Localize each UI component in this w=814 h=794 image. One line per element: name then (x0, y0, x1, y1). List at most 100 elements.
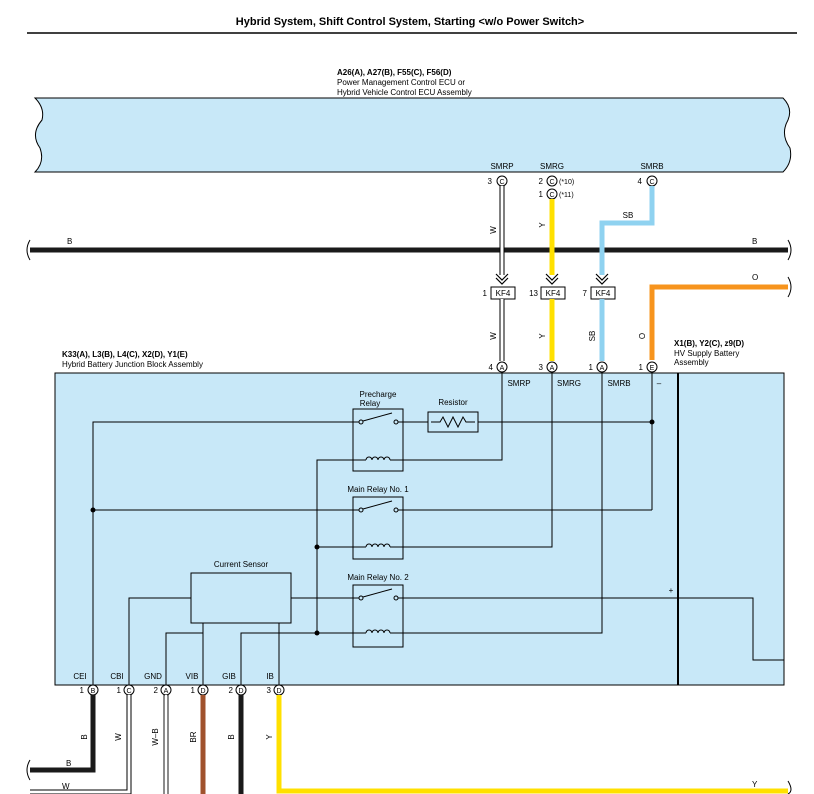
jbot-conn-4: D (200, 688, 205, 695)
relay-box (352, 496, 404, 560)
ecu-block: A26(A), A27(B), F55(C), F56(D) Power Man… (33, 68, 792, 173)
ecu-codes: A26(A), A27(B), F55(C), F56(D) (337, 68, 452, 77)
wire-break-mark (26, 239, 31, 261)
internal-circuit (92, 372, 784, 685)
jtop-conn-3: A (600, 365, 605, 372)
ecu-connectors: 3 C 2 C (*10) 1 C (*11) 4 C (488, 175, 658, 200)
bus-b-label-left: B (67, 237, 72, 246)
wire-label-sb-upper: SB (623, 211, 634, 220)
wire-label-cbi: W (114, 733, 123, 741)
kf4-label-smrg: KF4 (546, 289, 561, 298)
jtop-conn-1: A (500, 365, 505, 372)
junction-codes: K33(A), L3(B), L4(C), X2(D), Y1(E) (62, 350, 188, 359)
coil-icon (365, 629, 391, 634)
jtop-conn-2: A (550, 365, 555, 372)
jbot-conn-1: B (91, 688, 96, 695)
jtop-num-2: 3 (539, 363, 544, 372)
jbot-conn-6: D (276, 688, 281, 695)
chevron-icon (495, 273, 509, 285)
wire-break-mark (26, 759, 31, 781)
line-cei-precharge (92, 421, 353, 685)
relay-leads (353, 597, 403, 634)
jtop-label-3: SMRB (607, 379, 630, 388)
wire-label-gnd: W–B (151, 728, 160, 745)
wire-label-w-lower: W (489, 332, 498, 340)
junction-panel (54, 372, 785, 686)
jbot-num-4: 1 (191, 686, 196, 695)
kf4-label-smrp: KF4 (496, 289, 511, 298)
ecu-pin-label-smrg: SMRG (540, 162, 564, 171)
wire-label-ib-horizontal: Y (752, 780, 758, 789)
wire-cbi-outline (30, 695, 132, 794)
wire-cbi (30, 695, 131, 794)
relay-box (352, 584, 404, 648)
line-smrp-coil (403, 372, 503, 461)
wire-break-mark (787, 276, 792, 298)
wire-label-y-upper: Y (538, 222, 547, 228)
jtop-num-4: 1 (639, 363, 644, 372)
ecu-panel (33, 97, 792, 173)
jbot-num-5: 2 (229, 686, 234, 695)
ecu-conn-smrg-1: C (549, 179, 554, 186)
relay-switch (362, 588, 393, 598)
kf4-num-smrb: 7 (583, 289, 588, 298)
wire-break-mark (787, 780, 792, 794)
jbot-label-5: GIB (222, 672, 236, 681)
junction-dot (649, 419, 655, 425)
ecu-note-smrg-1: (*10) (559, 179, 574, 186)
wire-smrb (599, 186, 655, 275)
line-main-relay-2 (128, 597, 784, 685)
wire-cei (30, 695, 96, 773)
middle-wires: W Y SB (489, 299, 605, 361)
ecu-conn-smrg-2: C (549, 192, 554, 199)
wire-label-cei: B (80, 734, 89, 739)
jtop-label-1: SMRP (507, 379, 530, 388)
wire-ib (276, 695, 788, 794)
ecu-pin-num-smrg-2: 1 (539, 190, 544, 199)
bus-b: B B (26, 237, 792, 261)
relay-leads (353, 421, 403, 461)
hv-battery-name-line1: HV Supply Battery (674, 349, 739, 358)
wire-break-mark (787, 239, 792, 261)
hv-battery-name-line2: Assembly (674, 358, 709, 367)
junction-dot (90, 507, 96, 513)
connector-circle (546, 175, 558, 187)
kf4-connectors: 1 KF4 13 KF4 7 KF4 (483, 273, 616, 300)
kf4-label-smrb: KF4 (596, 289, 611, 298)
wire-label-ib: Y (265, 734, 274, 740)
chevron-icon (545, 273, 559, 285)
coil-icon (365, 456, 391, 461)
resistor-label: Resistor (438, 398, 468, 407)
wire-label-y-lower: Y (538, 333, 547, 339)
jbot-label-3: GND (144, 672, 162, 681)
wire-label-gib: B (227, 734, 236, 739)
precharge-label-2: Relay (360, 399, 380, 408)
ecu-conn-smrb: C (649, 179, 654, 186)
ecu-conn-smrp: C (499, 179, 504, 186)
jbot-conn-3: A (164, 688, 169, 695)
resistor-icon (431, 415, 475, 429)
diagram-title: Hybrid System, Shift Control System, Sta… (236, 16, 584, 28)
wire-label-cbi-horizontal: W (62, 782, 70, 791)
resistor: Resistor (427, 398, 479, 433)
precharge-relay: Precharge Relay (352, 390, 404, 472)
relay-switch (362, 412, 393, 422)
junction-dot (314, 630, 320, 636)
main-relay-1-label: Main Relay No. 1 (347, 485, 409, 494)
coil-icon (365, 543, 391, 548)
ecu-name-line2: Hybrid Vehicle Control ECU Assembly (337, 88, 472, 97)
line-gib (240, 632, 317, 685)
jbot-num-3: 2 (154, 686, 159, 695)
hv-battery-codes: X1(B), Y2(C), z9(D) (674, 339, 744, 348)
jtop-num-1: 4 (489, 363, 494, 372)
relay-switch (362, 500, 393, 510)
ecu-pin-num-smrp: 3 (488, 177, 493, 186)
wire-label-cei-horizontal: B (66, 759, 71, 768)
jbot-label-2: CBI (110, 672, 123, 681)
wire-label-sb-lower: SB (588, 331, 597, 342)
orange-wire: O O (638, 273, 792, 360)
jbot-num-6: 3 (267, 686, 272, 695)
junction-dot (314, 544, 320, 550)
jbot-conn-5: D (238, 688, 243, 695)
